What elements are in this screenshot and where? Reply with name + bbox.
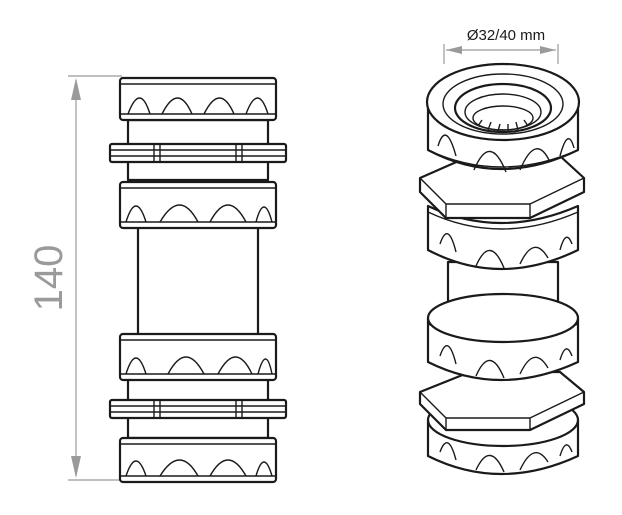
union-nut-upper-mid bbox=[118, 180, 278, 230]
union-nut-top bbox=[118, 76, 278, 122]
side-view: 140 bbox=[27, 75, 288, 484]
height-dimension: 140 bbox=[27, 75, 122, 481]
diameter-dimension: Ø32/40 mm bbox=[443, 27, 559, 64]
union-nut-bottom bbox=[118, 436, 278, 484]
diameter-dimension-label: Ø32/40 mm bbox=[467, 27, 545, 44]
union-nut-lower-mid bbox=[118, 332, 278, 382]
flange-top bbox=[108, 142, 288, 164]
perspective-nut-upper-mid bbox=[426, 204, 580, 270]
perspective-view: Ø32/40 mm bbox=[418, 27, 586, 475]
height-dimension-label: 140 bbox=[27, 245, 71, 312]
pipe-body bbox=[136, 224, 260, 338]
perspective-flange-bottom bbox=[418, 370, 586, 432]
perspective-nut-lower-mid bbox=[426, 292, 580, 381]
perspective-nut-top bbox=[425, 62, 581, 173]
perspective-flange-top bbox=[418, 154, 586, 220]
flange-bottom bbox=[108, 398, 288, 420]
